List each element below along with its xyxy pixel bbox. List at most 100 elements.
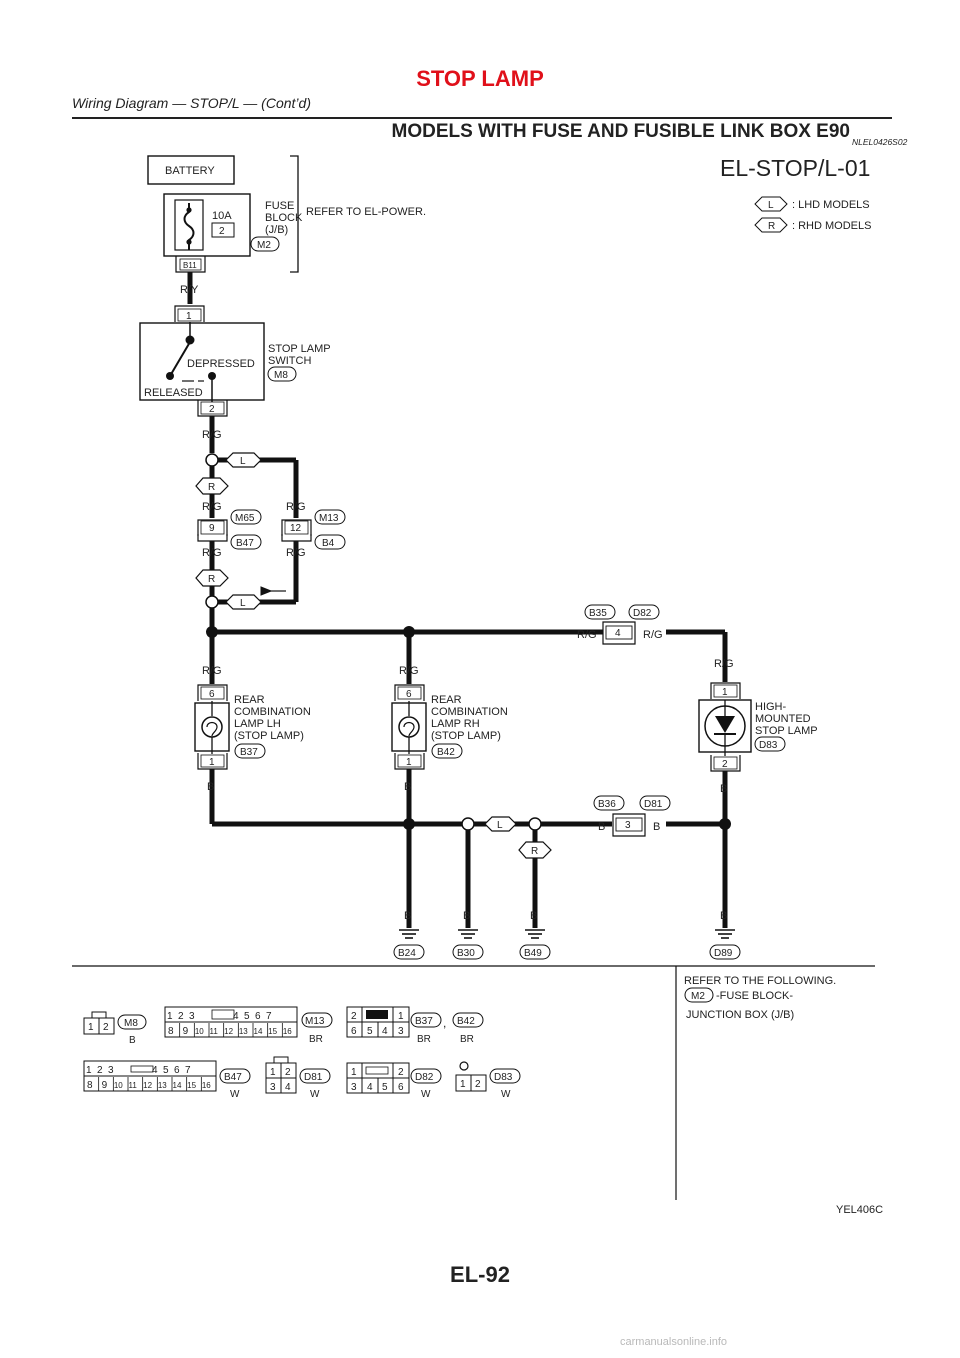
lamp-lh-conn: B37 (240, 747, 258, 758)
svg-text:L: L (240, 598, 246, 609)
switch-contact (169, 341, 191, 377)
lamp-rh-name-3: LAMP RH (431, 718, 480, 730)
ground-icon (399, 929, 735, 939)
fuse-conn: M2 (257, 240, 271, 251)
pin-label: 14 (173, 1081, 182, 1090)
jc2-top: M13 (319, 513, 339, 524)
pin-label: 2 (178, 1011, 184, 1022)
svg-text:1: 1 (88, 1022, 94, 1033)
pin-label: 6 (255, 1011, 261, 1022)
pin-label: 8 (87, 1080, 93, 1091)
svg-text:W: W (421, 1089, 431, 1100)
lamp-rh-conn: B42 (437, 747, 455, 758)
bulb-icon (201, 716, 223, 738)
hm-name-2: MOUNTED (755, 713, 811, 725)
wire-rg-1-label: R/G (202, 429, 222, 441)
svg-text:1: 1 (351, 1067, 357, 1078)
svg-text:D82: D82 (415, 1072, 434, 1083)
lamp-lh-name-2: COMBINATION (234, 706, 311, 718)
pin-label: 5 (163, 1065, 169, 1076)
svg-text:1: 1 (398, 1011, 404, 1022)
pin-label: 1 (86, 1065, 92, 1076)
wire-b-5-label: B (653, 821, 660, 833)
wire-ry-label: R/Y (180, 284, 199, 296)
pin-label: 15 (268, 1027, 277, 1036)
svg-text:5: 5 (367, 1026, 373, 1037)
figure-code: YEL406C (836, 1204, 883, 1216)
svg-text:R: R (208, 574, 215, 585)
wire-rg-2-label: R/G (202, 501, 222, 513)
svg-text:W: W (230, 1089, 240, 1100)
svg-text:B37: B37 (415, 1016, 433, 1027)
svg-text:W: W (501, 1089, 511, 1100)
pin-label: 4 (233, 1011, 239, 1022)
wire-b-8-label: B (530, 910, 537, 922)
lamp-rh-name-1: REAR (431, 694, 462, 706)
bulb-icon (398, 716, 420, 738)
badge-rhd-top (195, 477, 229, 495)
lamp-rh-pin-bottom: 1 (406, 757, 412, 768)
wire-b-1-label: B (207, 781, 214, 793)
svg-text:2: 2 (398, 1067, 404, 1078)
jc1-pin: 9 (209, 523, 215, 534)
hm-pin-top: 1 (722, 687, 728, 698)
svg-text:4: 4 (382, 1026, 388, 1037)
lamp-lh-pin-bottom: 1 (209, 757, 215, 768)
ground-b24: B24 (398, 948, 416, 959)
svg-text:W: W (310, 1089, 320, 1100)
hm-name-1: HIGH- (755, 701, 787, 713)
refer-item: -FUSE BLOCK- (716, 990, 793, 1002)
svg-text:1: 1 (460, 1079, 466, 1090)
badge-rhd-ground (518, 841, 552, 859)
wire-rg-4-label: R/G (202, 547, 222, 559)
connector-m8: 1 2 M8 B (83, 1011, 147, 1046)
badge-lhd-ground (484, 816, 517, 832)
page-title: STOP LAMP (416, 66, 544, 91)
fuse-block-name-1: FUSE (265, 200, 294, 212)
svg-text:4: 4 (367, 1082, 373, 1093)
ground-b30: B30 (457, 948, 475, 959)
pin-label: 7 (266, 1011, 272, 1022)
battery-box (147, 155, 235, 185)
svg-text:2: 2 (103, 1022, 109, 1033)
wire-rg-7-label: R/G (643, 629, 663, 641)
hm-conn: D83 (759, 740, 778, 751)
svg-text:,: , (443, 1016, 446, 1030)
fuse-terminal: B11 (183, 261, 197, 270)
switch-name-2: SWITCH (268, 355, 311, 367)
jc3-left: B35 (589, 608, 607, 619)
pin-label: 3 (189, 1011, 195, 1022)
pin-label: 14 (254, 1027, 263, 1036)
svg-text:6: 6 (351, 1026, 357, 1037)
pin-label: 16 (283, 1027, 292, 1036)
connector-d81: 1 2 3 4 D81 W (265, 1056, 331, 1100)
switch-conn: M8 (274, 370, 288, 381)
fuse-number: 2 (219, 226, 225, 237)
pin-label: 10 (195, 1027, 204, 1036)
jc2-bottom: B4 (322, 538, 335, 549)
jc1-bottom: B47 (236, 538, 254, 549)
connector-d83: 1 2 D83 W (455, 1061, 521, 1100)
svg-text:R: R (768, 221, 775, 232)
pin-label: 10 (114, 1081, 123, 1090)
svg-text:3: 3 (351, 1082, 357, 1093)
battery-label: BATTERY (165, 165, 215, 177)
power-bracket (290, 155, 299, 273)
svg-text:BR: BR (417, 1034, 431, 1045)
jc4-pin: 3 (625, 820, 631, 831)
lamp-lh-name-4: (STOP LAMP) (234, 730, 304, 742)
badge-lhd-top (225, 452, 262, 468)
svg-text:L: L (497, 820, 503, 831)
wire-rg-5-label: R/G (286, 547, 306, 559)
pin-label: 13 (239, 1027, 248, 1036)
svg-text:: LHD MODELS: : LHD MODELS (792, 199, 870, 211)
badge-lhd-bottom (225, 594, 262, 610)
page-number: EL-92 (450, 1262, 510, 1287)
refer-power-text: REFER TO EL-POWER. (306, 206, 426, 218)
svg-text:M8: M8 (124, 1018, 138, 1029)
diagram-id: EL-STOP/L-01 (720, 155, 870, 181)
svg-text:R: R (531, 846, 538, 857)
lamp-lh-name-3: LAMP LH (234, 718, 281, 730)
svg-text:5: 5 (382, 1082, 388, 1093)
led-icon (715, 716, 735, 733)
